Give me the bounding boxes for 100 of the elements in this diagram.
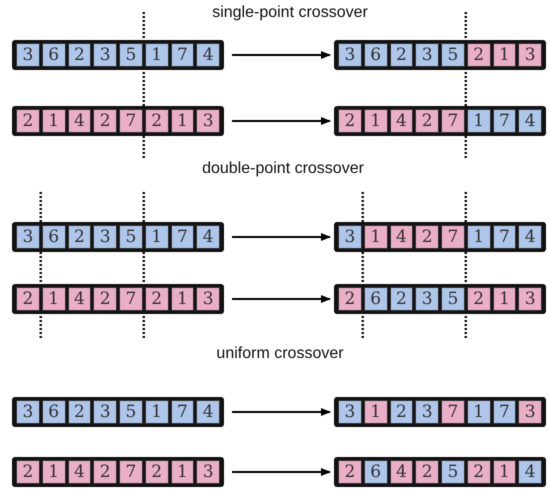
- gene-cell: 2: [466, 287, 490, 311]
- gene-cell: 6: [364, 460, 388, 484]
- gene-cell: 1: [42, 460, 66, 484]
- gene-cell: 6: [364, 287, 388, 311]
- gene-cell: 3: [196, 460, 220, 484]
- gene-cell: 1: [466, 225, 490, 249]
- gene-cell: 1: [466, 400, 490, 424]
- gene-cell: 3: [518, 400, 542, 424]
- gene-cell: 4: [68, 287, 92, 311]
- gene-cell: 2: [338, 287, 362, 311]
- gene-cell: 2: [390, 287, 414, 311]
- gene-cell: 7: [441, 400, 465, 424]
- chromosome-bar: [334, 457, 546, 487]
- gene-cell: 2: [415, 109, 439, 133]
- gene-cell: 2: [338, 460, 362, 484]
- chromosome-bar: [12, 397, 224, 427]
- gene-cell: 2: [93, 460, 117, 484]
- gene-cell: 5: [119, 225, 143, 249]
- gene-cell: 1: [492, 43, 516, 67]
- arrow: [232, 51, 331, 59]
- gene-cell: 1: [42, 287, 66, 311]
- gene-cell: 3: [518, 43, 542, 67]
- gene-cell: 2: [93, 109, 117, 133]
- gene-cell: 7: [492, 109, 516, 133]
- gene-cell: 4: [390, 460, 414, 484]
- gene-cell: 2: [144, 460, 168, 484]
- gene-cell: 3: [196, 287, 220, 311]
- gene-cell: 4: [518, 225, 542, 249]
- gene-cell: 7: [170, 400, 194, 424]
- gene-cell: 2: [415, 460, 439, 484]
- gene-cell: 1: [364, 225, 388, 249]
- gene-cell: 5: [441, 460, 465, 484]
- gene-cell: 3: [518, 287, 542, 311]
- gene-cell: 1: [466, 109, 490, 133]
- gene-cell: 7: [119, 109, 143, 133]
- arrow: [232, 233, 331, 241]
- gene-cell: 3: [93, 43, 117, 67]
- gene-cell: 2: [16, 460, 40, 484]
- gene-cell: 2: [93, 287, 117, 311]
- gene-cell: 1: [144, 400, 168, 424]
- gene-cell: 7: [492, 225, 516, 249]
- gene-cell: 1: [492, 460, 516, 484]
- gene-cell: 1: [492, 287, 516, 311]
- gene-cell: 2: [16, 287, 40, 311]
- gene-cell: 4: [68, 460, 92, 484]
- chromosome-bar: [334, 222, 546, 252]
- arrow: [232, 408, 331, 416]
- gene-cell: 2: [68, 400, 92, 424]
- gene-cell: 1: [364, 400, 388, 424]
- gene-cell: 2: [68, 43, 92, 67]
- arrow: [232, 117, 331, 125]
- gene-cell: 1: [42, 109, 66, 133]
- gene-cell: 4: [518, 460, 542, 484]
- gene-cell: 1: [364, 109, 388, 133]
- gene-cell: 7: [119, 460, 143, 484]
- gene-cell: 3: [338, 43, 362, 67]
- gene-cell: 3: [415, 43, 439, 67]
- gene-cell: 2: [390, 43, 414, 67]
- gene-cell: 6: [42, 400, 66, 424]
- gene-cell: 2: [466, 460, 490, 484]
- gene-cell: 1: [144, 43, 168, 67]
- gene-cell: 4: [518, 109, 542, 133]
- gene-cell: 5: [119, 400, 143, 424]
- chromosome-bar: [334, 40, 546, 70]
- gene-cell: 2: [466, 43, 490, 67]
- gene-cell: 3: [415, 287, 439, 311]
- gene-cell: 2: [338, 109, 362, 133]
- gene-cell: 7: [170, 225, 194, 249]
- gene-cell: 4: [68, 109, 92, 133]
- gene-cell: 1: [170, 287, 194, 311]
- gene-cell: 7: [492, 400, 516, 424]
- gene-cell: 2: [16, 109, 40, 133]
- gene-cell: 3: [196, 109, 220, 133]
- gene-cell: 2: [144, 287, 168, 311]
- gene-cell: 1: [144, 225, 168, 249]
- gene-cell: 4: [390, 225, 414, 249]
- chromosome-bar: [334, 284, 546, 314]
- gene-cell: 3: [16, 43, 40, 67]
- gene-cell: 4: [390, 109, 414, 133]
- chromosome-bar: [12, 106, 224, 136]
- gene-cell: 3: [16, 400, 40, 424]
- gene-cell: 4: [196, 400, 220, 424]
- gene-cell: 5: [119, 43, 143, 67]
- gene-cell: 2: [68, 225, 92, 249]
- chromosome-bar: [12, 222, 224, 252]
- gene-cell: 5: [441, 43, 465, 67]
- gene-cell: 3: [415, 400, 439, 424]
- gene-cell: 1: [170, 109, 194, 133]
- gene-cell: 1: [170, 460, 194, 484]
- chromosome-bar: [334, 106, 546, 136]
- gene-cell: 2: [390, 400, 414, 424]
- arrow: [232, 295, 331, 303]
- chromosome-bar: [12, 40, 224, 70]
- chromosome-bar: [12, 457, 224, 487]
- gene-cell: 7: [441, 109, 465, 133]
- gene-cell: 4: [196, 225, 220, 249]
- gene-cell: 5: [441, 287, 465, 311]
- gene-cell: 7: [441, 225, 465, 249]
- gene-cell: 3: [338, 400, 362, 424]
- gene-cell: 3: [338, 225, 362, 249]
